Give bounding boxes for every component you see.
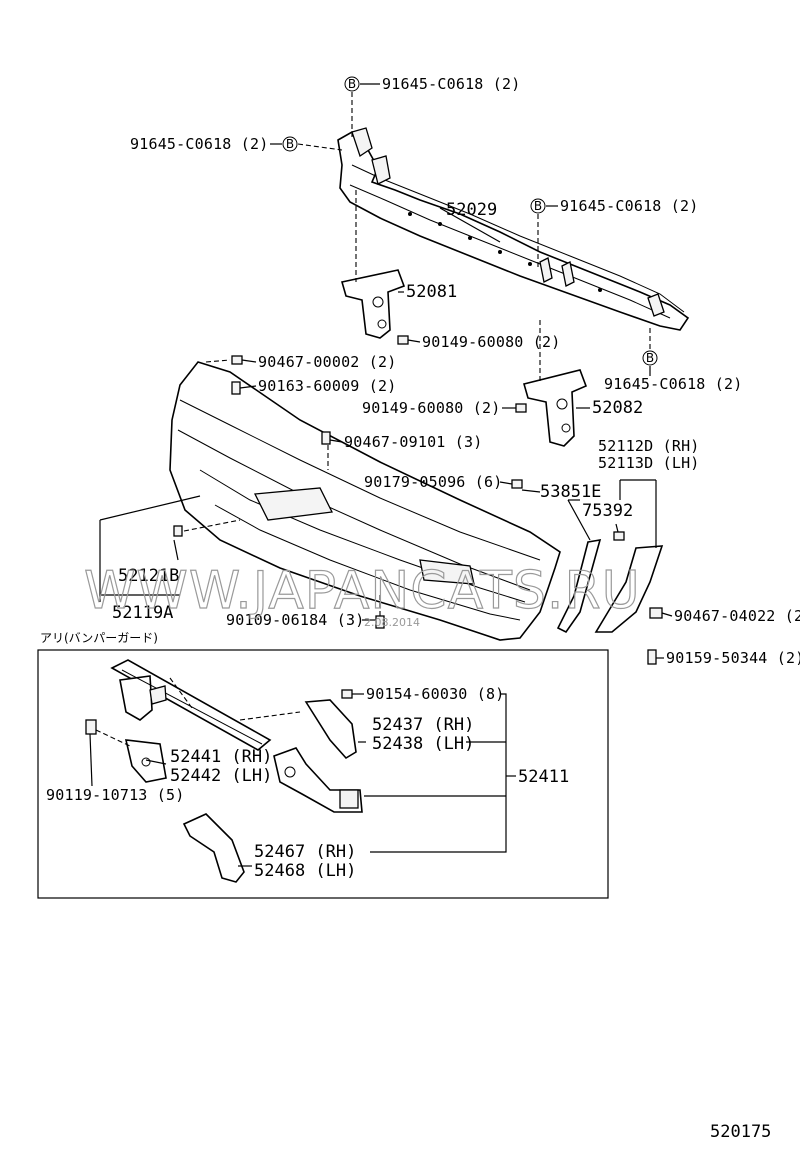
bolt-icon (397, 335, 409, 345)
label-stay-rh: 52441 (RH) (170, 747, 272, 767)
bolt-icon (341, 689, 353, 699)
bumper-bracket-52081-part (340, 269, 406, 339)
label-nut-a: 90179-05096 (6) (364, 473, 502, 491)
label-option-header: アリ(バンパーガード) (40, 631, 158, 645)
clip-icon (613, 531, 625, 541)
label-bolt-b: 90149-60080 (2) (362, 399, 500, 417)
clip-icon (321, 431, 331, 445)
screw-icon (647, 649, 657, 665)
label-clip-a: 90467-00002 (2) (258, 353, 396, 371)
bolt-icon (515, 403, 527, 413)
label-bolt-d: 90154-60030 (8) (366, 685, 504, 703)
label-reinforcement: 52029 (446, 200, 497, 220)
svg-text:B: B (534, 199, 542, 213)
label-bolt-c: 90109-06184 (3) (226, 611, 364, 629)
label-mid-clip: 91645-C0618 (2) (560, 197, 698, 215)
label-stay-lh: 52442 (LH) (170, 766, 272, 786)
svg-text:B: B (286, 137, 294, 151)
option-box (37, 649, 609, 899)
watermark: WWW.JAPANCATS.RU (84, 561, 641, 621)
label-bolt-a: 90149-60080 (2) (422, 333, 560, 351)
diagram-code: 520175 (710, 1122, 771, 1142)
svg-text:B: B (646, 351, 654, 365)
label-pad-rh: 52467 (RH) (254, 842, 356, 862)
label-top-clip: 91645-C0618 (2) (382, 75, 520, 93)
clip-icon (649, 607, 663, 619)
screw-icon (231, 381, 241, 395)
bumper-bracket-52082-part (523, 369, 588, 447)
part-labels: 91645-C0618 (2) 91645-C0618 (2) 52029 91… (40, 75, 800, 1142)
clip-b-symbol-top: B (344, 76, 360, 92)
label-extension-rh: 52112D (RH) (598, 437, 700, 455)
clip-b-symbol-mid: B (530, 198, 546, 214)
bolt-icon (85, 719, 97, 735)
label-bolt-e: 90119-10713 (5) (46, 786, 184, 804)
guard-pad-part (182, 813, 245, 883)
alignment-lines (183, 92, 651, 616)
guard-side-part (273, 747, 363, 813)
watermark-date: 2.08.2014 (364, 616, 420, 629)
label-left-clip: 91645-C0618 (2) (130, 135, 268, 153)
label-guard-bracket-lh: 52438 (LH) (372, 734, 474, 754)
label-bumper-cover: 52119A (112, 603, 173, 623)
label-moulding: 53851E (540, 482, 601, 502)
leader-lines (99, 83, 673, 659)
label-clip-b: 90467-09101 (3) (344, 433, 482, 451)
nut-icon (511, 479, 523, 489)
guard-bracket-part (304, 699, 357, 760)
guard-stay-part (124, 739, 167, 783)
bumper-reinforcement-part (337, 127, 690, 331)
label-plate: 52121B (118, 566, 179, 586)
plate-clip-icon (173, 525, 183, 537)
label-clip-c: 75392 (582, 501, 633, 521)
bumper-guard-bar-part (110, 659, 272, 751)
bumper-extension-part (594, 545, 664, 633)
label-bracket-rh: 52081 (406, 282, 457, 302)
svg-text:B: B (348, 77, 356, 91)
label-guard-bracket-rh: 52437 (RH) (372, 715, 474, 735)
label-pad-lh: 52468 (LH) (254, 861, 356, 881)
label-right-clip: 91645-C0618 (2) (604, 375, 742, 393)
label-extension-lh: 52113D (LH) (598, 454, 700, 472)
label-screw-a: 90163-60009 (2) (258, 377, 396, 395)
label-screw-b: 90159-50344 (2) (666, 649, 800, 667)
clip-b-symbol-left: B (282, 136, 298, 152)
bumper-cover-part (169, 361, 561, 641)
label-clip-d: 90467-04022 (2) (674, 607, 800, 625)
label-guard-assy: 52411 (518, 767, 569, 787)
bumper-moulding-part (556, 539, 602, 634)
label-bracket-lh: 52082 (592, 398, 643, 418)
option-leader-lines (89, 677, 516, 867)
clip-icon (231, 355, 243, 365)
fastener-icons (173, 335, 663, 665)
clip-b-symbol-right: B (642, 350, 658, 366)
